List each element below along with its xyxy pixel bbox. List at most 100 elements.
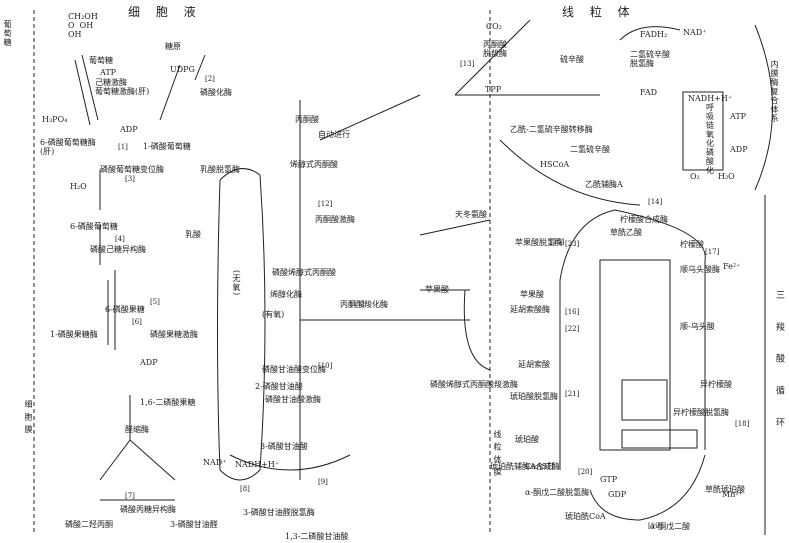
label-mal-out: 苹果酸 bbox=[425, 285, 449, 294]
label-ldh: 乳酸脱氢酶 bbox=[200, 165, 240, 174]
label-tpi: 磷酸丙糖异构酶 bbox=[120, 505, 176, 514]
label-co2: CO₂ bbox=[486, 22, 502, 31]
step-14: [14] bbox=[648, 198, 663, 206]
step-16: [16] bbox=[565, 308, 580, 316]
label-aconitase: 顺乌头酸酶 bbox=[680, 265, 720, 274]
label-lip-trans: 二氢硫辛酸 bbox=[570, 145, 610, 154]
step-5: [5] bbox=[150, 298, 160, 306]
label-e2: 乙酰-二氢硫辛酸转移酶 bbox=[510, 125, 593, 134]
label-scs: 琥珀酰辅酶A合成酶 bbox=[490, 462, 560, 471]
region-cytosol: 细 胞 液 bbox=[128, 5, 202, 19]
label-succinate: 琥珀酸 bbox=[515, 435, 539, 444]
label-f6p: 6-磷酸果糖 bbox=[105, 305, 145, 314]
label-gap: 3-磷酸甘油醛 bbox=[170, 520, 218, 529]
label-pgk: 磷酸甘油酸激酶 bbox=[265, 395, 321, 404]
label-gtp: GTP bbox=[600, 475, 618, 484]
label-fumarate: 延胡索酸 bbox=[518, 360, 550, 369]
label-atp-mito: ATP bbox=[730, 112, 747, 121]
label-udpg: UDPG bbox=[170, 65, 195, 74]
label-pep: 磷酸烯醇式丙酮酸 bbox=[272, 268, 336, 277]
step-17: [17] bbox=[705, 248, 720, 256]
label-adp-2: ADP bbox=[140, 358, 158, 367]
label-tpp: TPP bbox=[485, 85, 502, 94]
label-g6pase: 6-磷酸葡萄糖酶 (肝) bbox=[40, 138, 96, 156]
label-fbpase: 1-磷酸果糖酶 bbox=[50, 330, 98, 339]
label-e3: 二氢硫辛酸 脱氢酶 bbox=[630, 50, 670, 68]
label-oxalosuccinate: 草酰琥珀酸 bbox=[705, 485, 745, 494]
step-6: [6] bbox=[132, 318, 142, 326]
step-21: [21] bbox=[565, 390, 580, 398]
label-pgi: 磷酸己糖异构酶 bbox=[90, 245, 146, 254]
step-8: [8] bbox=[240, 485, 250, 493]
label-hscoa: HSCoA bbox=[540, 160, 570, 169]
mito-membrane-label: 线 粒 体 膜 bbox=[493, 430, 502, 477]
label-pdh-e1: 丙酮酸 脱羧酶 bbox=[483, 40, 507, 58]
step-12: [12] bbox=[318, 200, 333, 208]
label-gapdh: 3-磷酸甘油醛脱氢酶 bbox=[243, 508, 315, 517]
label-dhap: 磷酸二羟丙酮 bbox=[65, 520, 113, 529]
label-nadh: NADH+H⁺ bbox=[235, 460, 280, 469]
label-aspartate: 天冬氨酸 bbox=[455, 210, 487, 219]
step-11: [11] bbox=[350, 300, 365, 308]
label-lipoic: 硫辛酸 bbox=[560, 55, 584, 64]
label-isocitrate: 异柠檬酸 bbox=[700, 380, 732, 389]
label-h2o-1: H₂O bbox=[70, 182, 87, 191]
label-pgm: 磷酸葡萄糖变位酶 bbox=[100, 165, 164, 174]
label-atp-1: ATP bbox=[100, 68, 117, 77]
step-19: [19] bbox=[648, 522, 663, 530]
label-fe: Fe²⁺ bbox=[723, 262, 741, 271]
step-3: [3] bbox=[125, 175, 135, 183]
step-9: [9] bbox=[318, 478, 328, 486]
label-gdp: GDP bbox=[608, 490, 627, 499]
resp-chain-box: NADH+H⁺ 呼 吸 链 氧 化 磷 酸 化 bbox=[688, 94, 733, 175]
label-mn: Mn²⁺ bbox=[722, 490, 743, 499]
glucose-structure: CH₂OH O OH OH bbox=[68, 12, 98, 39]
label-aerobic: (有氧) bbox=[262, 310, 285, 319]
step-15: [15] bbox=[550, 238, 565, 246]
label-nad: NAD⁺ bbox=[203, 458, 227, 467]
label-acetyl-coa: 乙酰辅酶A bbox=[585, 180, 623, 189]
label-pepck: 磷酸烯醇式丙酮酸羧激酶 bbox=[430, 380, 518, 389]
tca-label: 三 羧 酸 循 环 bbox=[774, 290, 784, 437]
label-citrate-syn: 柠檬酸合成酶 bbox=[620, 215, 668, 224]
label-fadh2: FADH₂ bbox=[640, 30, 668, 39]
step-1: [1] bbox=[118, 143, 128, 151]
label-phosphorylase: 磷酸化酶 bbox=[200, 88, 232, 97]
label-enolase: 烯醇化酶 bbox=[270, 290, 302, 299]
label-lactate: 乳酸 bbox=[185, 230, 201, 239]
label-pg2: 2-磷酸甘油酸 bbox=[255, 382, 303, 391]
label-pk: 丙酮酸激酶 bbox=[315, 215, 355, 224]
step-23: [23] bbox=[565, 240, 580, 248]
label-h2o-m: H₂O bbox=[718, 172, 735, 181]
label-glucose: 葡萄糖 bbox=[89, 56, 113, 65]
cell-membrane-label: 细 胞 膜 bbox=[24, 400, 33, 435]
label-akg: α-酮戊二酸 bbox=[650, 522, 691, 531]
label-g1p: 1-磷酸葡萄糖 bbox=[143, 142, 191, 151]
step-20: [20] bbox=[578, 468, 593, 476]
label-anaerobic: (无氧) bbox=[232, 270, 241, 297]
label-o2: O₂ bbox=[690, 172, 700, 181]
label-pgam: 磷酸甘油酸变位酶 bbox=[262, 365, 326, 374]
label-malate: 苹果酸 bbox=[520, 290, 544, 299]
step-2: [2] bbox=[205, 75, 215, 83]
label-g6p: 6-磷酸葡萄糖 bbox=[70, 222, 118, 231]
label-cis-aconitate: 顺-乌头酸 bbox=[680, 322, 715, 331]
label-akgdh: α-酮戊二酸脱氢酶 bbox=[525, 488, 590, 497]
step-13: [13] bbox=[460, 60, 475, 68]
label-enol-pyr: 烯醇式丙酮酸 bbox=[290, 160, 338, 169]
label-fad: FAD bbox=[640, 88, 658, 97]
step-4: [4] bbox=[115, 235, 125, 243]
step-10: [10] bbox=[318, 362, 333, 370]
step-22: [22] bbox=[565, 325, 580, 333]
label-auto: 自动进行 bbox=[318, 130, 350, 139]
inner-membrane-label: 内膜酶复合体系 bbox=[770, 60, 779, 123]
label-bpg: 1,3-二磷酸甘油酸 bbox=[285, 532, 349, 541]
outer-glucose-label: 葡萄糖 bbox=[3, 20, 12, 47]
label-mdh: 苹果酸脱氢酶 bbox=[515, 238, 563, 247]
label-glycogen: 糖原 bbox=[165, 42, 181, 51]
label-citrate: 柠檬酸 bbox=[680, 240, 704, 249]
label-aldolase: 醛缩酶 bbox=[125, 425, 149, 434]
label-fbp: 1,6-二磷酸果糖 bbox=[140, 398, 196, 407]
label-oaa: 草酰乙酸 bbox=[610, 228, 642, 237]
